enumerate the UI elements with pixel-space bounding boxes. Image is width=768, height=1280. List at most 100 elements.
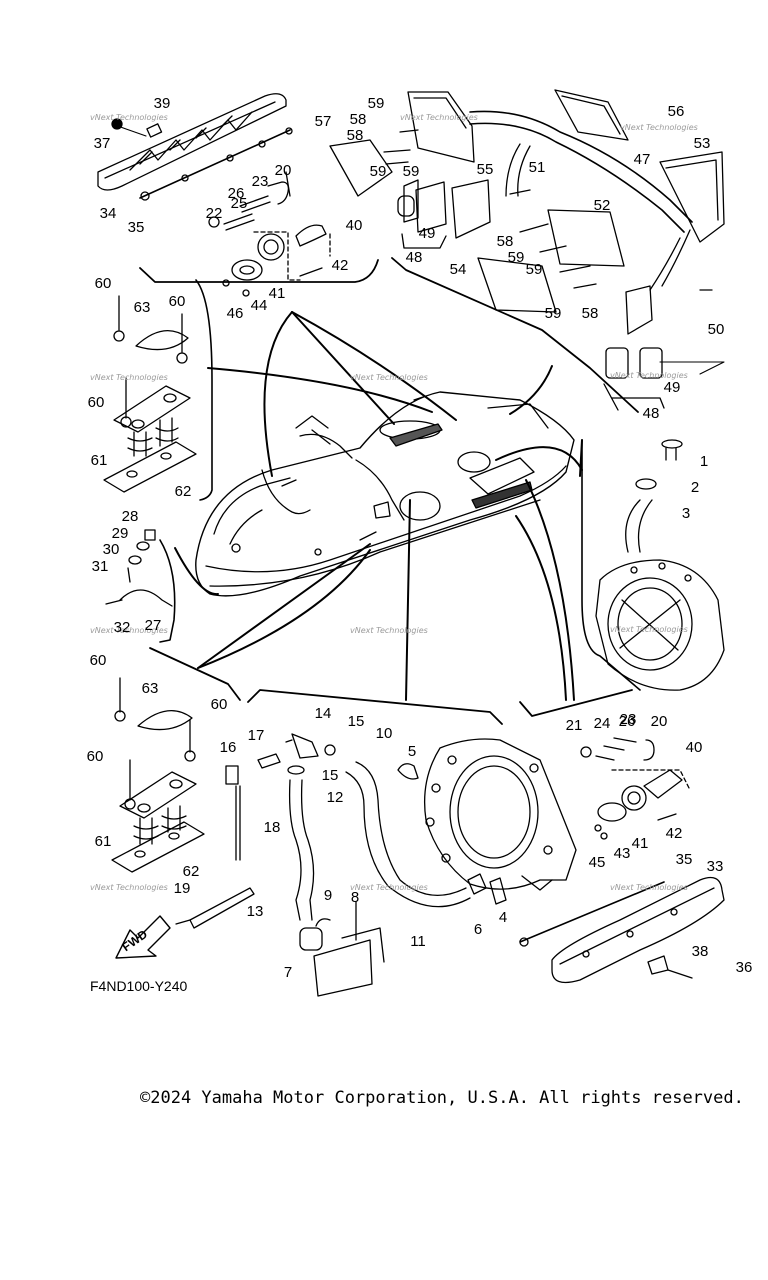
callout-number: 61 bbox=[95, 833, 112, 850]
callout-number: 63 bbox=[142, 680, 159, 697]
callout-number: 59 bbox=[403, 163, 420, 180]
callout-number: 59 bbox=[368, 95, 385, 112]
callout-number: 8 bbox=[351, 889, 359, 906]
callout-number: 24 bbox=[594, 715, 611, 732]
hook-assembly-top bbox=[208, 171, 331, 297]
callout-number: 48 bbox=[643, 405, 660, 422]
callout-number: 27 bbox=[145, 617, 162, 634]
fwd-arrow-icon bbox=[115, 915, 171, 959]
callout-number: 49 bbox=[419, 225, 436, 242]
callout-number: 51 bbox=[529, 159, 546, 176]
callout-number: 20 bbox=[651, 713, 668, 730]
callout-number: 17 bbox=[248, 727, 265, 744]
callout-number: 35 bbox=[128, 219, 145, 236]
callout-number: 26 bbox=[228, 185, 245, 202]
callout-number: 55 bbox=[477, 161, 494, 178]
callout-number: 58 bbox=[497, 233, 514, 250]
callout-number: 63 bbox=[134, 299, 151, 316]
callout-number: 29 bbox=[112, 525, 129, 542]
callout-number: 41 bbox=[632, 835, 649, 852]
callout-number: 19 bbox=[174, 880, 191, 897]
watermark-text: vNext Technologies bbox=[610, 625, 688, 634]
callout-number: 59 bbox=[370, 163, 387, 180]
callout-number: 59 bbox=[526, 261, 543, 278]
callout-number: 9 bbox=[324, 887, 332, 904]
callout-number: 20 bbox=[275, 162, 292, 179]
watermark-text: vNext Technologies bbox=[620, 123, 698, 132]
callout-number: 23 bbox=[620, 711, 637, 728]
callout-number: 45 bbox=[589, 854, 606, 871]
watermark-text: vNext Technologies bbox=[90, 626, 168, 635]
diagram-linework bbox=[97, 89, 725, 997]
callout-number: 62 bbox=[183, 863, 200, 880]
callout-number: 39 bbox=[154, 95, 171, 112]
clip-assembly-left bbox=[105, 529, 173, 607]
callout-number: 23 bbox=[252, 173, 269, 190]
watermark-text: vNext Technologies bbox=[350, 373, 428, 382]
callout-number: 11 bbox=[410, 933, 426, 950]
watermark-text: vNext Technologies bbox=[610, 883, 688, 892]
copyright-notice: ©2024 Yamaha Motor Corporation, U.S.A. A… bbox=[140, 1088, 744, 1108]
callout-number: 44 bbox=[251, 297, 268, 314]
callout-number: 15 bbox=[322, 767, 339, 784]
callout-number: 59 bbox=[508, 249, 525, 266]
callout-number: 56 bbox=[668, 103, 685, 120]
side-rail-right-assembly bbox=[519, 876, 725, 984]
callout-number: 58 bbox=[582, 305, 599, 322]
watercraft-hull bbox=[195, 391, 575, 597]
callout-number: 14 bbox=[315, 705, 332, 722]
callout-number: 60 bbox=[211, 696, 228, 713]
callout-number: 49 bbox=[664, 379, 681, 396]
hose-assembly-bottom bbox=[175, 689, 507, 997]
watermark-text: vNext Technologies bbox=[90, 373, 168, 382]
callout-number: 28 bbox=[122, 508, 139, 525]
callout-number: 12 bbox=[327, 789, 344, 806]
callout-number: 3 bbox=[682, 505, 690, 522]
watermark-text: vNext Technologies bbox=[350, 883, 428, 892]
callout-number: 13 bbox=[247, 903, 264, 920]
callout-number: 25 bbox=[231, 195, 248, 212]
watermark-text: vNext Technologies bbox=[610, 371, 688, 380]
callout-number: 60 bbox=[90, 652, 107, 669]
callout-number: 58 bbox=[350, 111, 367, 128]
jet-pump-housing bbox=[423, 738, 577, 891]
callout-number: 60 bbox=[95, 275, 112, 292]
callout-number: 1 bbox=[700, 453, 708, 470]
callout-number: 57 bbox=[315, 113, 332, 130]
callout-number: 5 bbox=[408, 743, 416, 760]
callout-number: 40 bbox=[346, 217, 363, 234]
callout-number: 10 bbox=[376, 725, 393, 742]
callout-number: 35 bbox=[676, 851, 693, 868]
callout-number: 58 bbox=[347, 127, 364, 144]
watermark-text: vNext Technologies bbox=[90, 113, 168, 122]
callout-number: 15 bbox=[348, 713, 365, 730]
callout-number: 26 bbox=[619, 713, 636, 730]
cleat-assembly-lower-left bbox=[111, 677, 205, 873]
callout-number: 43 bbox=[614, 845, 631, 862]
drain-plug-assembly bbox=[595, 439, 725, 691]
callout-number: 46 bbox=[227, 305, 244, 322]
callout-number: 4 bbox=[499, 909, 507, 926]
callout-number: 60 bbox=[87, 748, 104, 765]
callout-number: 37 bbox=[94, 135, 111, 152]
cleat-assembly-upper-left bbox=[103, 295, 197, 493]
callout-number: 42 bbox=[332, 257, 349, 274]
callout-number: 61 bbox=[91, 452, 108, 469]
callout-number: 53 bbox=[694, 135, 711, 152]
watermark-text: vNext Technologies bbox=[90, 883, 168, 892]
callout-number: 48 bbox=[406, 249, 423, 266]
side-rail-left-assembly bbox=[97, 93, 293, 201]
callout-number: 47 bbox=[634, 151, 651, 168]
callout-number: 34 bbox=[100, 205, 117, 222]
watermark-text: vNext Technologies bbox=[400, 113, 478, 122]
callout-number: 18 bbox=[264, 819, 281, 836]
callout-number: 16 bbox=[220, 739, 237, 756]
callout-number: 36 bbox=[736, 959, 753, 976]
leader-lines bbox=[174, 311, 583, 701]
callout-number: 40 bbox=[686, 739, 703, 756]
callout-number: 30 bbox=[103, 541, 120, 558]
callout-number: 33 bbox=[707, 858, 724, 875]
figure-code: F4ND100-Y240 bbox=[90, 978, 187, 994]
